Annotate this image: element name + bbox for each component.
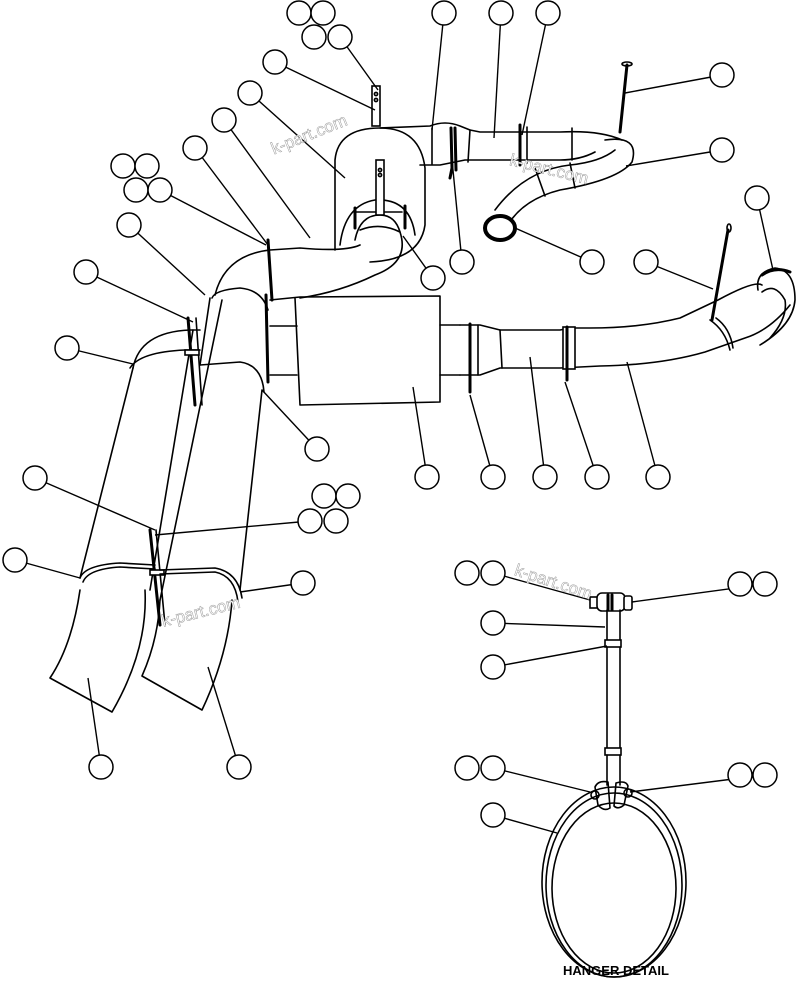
leader-line — [564, 381, 598, 478]
callout-balloon-b50[interactable] — [752, 762, 778, 788]
leader-line — [626, 361, 659, 478]
leader-line — [194, 147, 269, 246]
leader-line — [128, 224, 206, 296]
callout-balloon-b45[interactable] — [480, 610, 506, 636]
callout-balloon-b44[interactable] — [752, 571, 778, 597]
callout-balloon-b4[interactable] — [327, 24, 353, 50]
leader-line — [85, 271, 194, 323]
callout-balloon-b26[interactable] — [304, 436, 330, 462]
callout-balloon-b37[interactable] — [2, 547, 28, 573]
callout-balloon-b33[interactable] — [311, 483, 337, 509]
dual-stack-assembly — [49, 287, 269, 713]
callout-balloon-b31[interactable] — [645, 464, 671, 490]
hanger-detail-caption: HANGER DETAIL — [563, 963, 669, 978]
callout-balloon-b6[interactable] — [488, 0, 514, 26]
callout-balloon-b13[interactable] — [182, 135, 208, 161]
leader-line — [34, 477, 156, 531]
callout-balloon-b49[interactable] — [727, 762, 753, 788]
callout-balloon-b35[interactable] — [297, 508, 323, 534]
leader-line — [412, 386, 428, 478]
callout-balloon-b3[interactable] — [301, 24, 327, 50]
callout-balloon-b14[interactable] — [110, 153, 136, 179]
callout-balloons — [2, 0, 778, 828]
callout-balloon-b19[interactable] — [116, 212, 142, 238]
callout-balloon-b32[interactable] — [22, 465, 48, 491]
callout-balloon-b5[interactable] — [431, 0, 457, 26]
callout-balloon-b24[interactable] — [73, 259, 99, 285]
callout-balloon-b40[interactable] — [226, 754, 252, 780]
callout-balloon-b21[interactable] — [449, 249, 475, 275]
callout-balloon-b48[interactable] — [480, 755, 506, 781]
leader-line — [492, 767, 591, 793]
callout-balloon-b12[interactable] — [709, 137, 735, 163]
callout-balloon-b38[interactable] — [290, 570, 316, 596]
leader-line — [274, 61, 376, 111]
muffler-assembly — [264, 223, 796, 406]
leader-line — [492, 645, 608, 668]
leader-line — [493, 12, 502, 139]
leader-line — [249, 92, 346, 179]
callout-balloon-b51[interactable] — [480, 802, 506, 828]
callout-balloon-b20[interactable] — [420, 265, 446, 291]
callout-balloon-b25[interactable] — [54, 335, 80, 361]
leader-line — [625, 149, 723, 167]
callout-balloon-b22[interactable] — [579, 249, 605, 275]
callout-balloon-b10[interactable] — [211, 107, 237, 133]
leader-line — [207, 666, 240, 768]
callout-balloon-b11[interactable] — [709, 62, 735, 88]
callout-balloon-b15[interactable] — [134, 153, 160, 179]
leader-line — [514, 227, 593, 263]
leader-line — [451, 159, 463, 263]
leader-line — [261, 389, 318, 450]
callout-balloon-b42[interactable] — [480, 560, 506, 586]
leader-line — [492, 622, 606, 628]
callout-balloon-b47[interactable] — [454, 755, 480, 781]
leader-line — [154, 520, 311, 536]
leader-line — [624, 74, 723, 94]
leader-lines — [14, 12, 774, 834]
leader-line — [521, 12, 549, 136]
callout-balloon-b23[interactable] — [633, 249, 659, 275]
callout-balloon-b1[interactable] — [286, 0, 312, 26]
crossover-pipe — [214, 238, 361, 302]
leader-line — [529, 356, 546, 478]
leader-line — [431, 12, 445, 131]
callout-balloon-b18[interactable] — [744, 185, 770, 211]
callout-balloon-b39[interactable] — [88, 754, 114, 780]
callout-balloon-b43[interactable] — [727, 571, 753, 597]
callout-balloon-b29[interactable] — [532, 464, 558, 490]
callout-balloon-b34[interactable] — [335, 483, 361, 509]
callout-balloon-b8[interactable] — [262, 49, 288, 75]
leader-line — [492, 572, 591, 601]
callout-balloon-b46[interactable] — [480, 654, 506, 680]
upper-pipe-assembly — [299, 61, 635, 299]
leader-line — [223, 119, 311, 239]
callout-balloon-b9[interactable] — [237, 80, 263, 106]
hanger-detail — [541, 592, 687, 978]
leader-line — [87, 677, 102, 768]
callout-balloon-b41[interactable] — [454, 560, 480, 586]
callout-balloon-b28[interactable] — [480, 464, 506, 490]
callout-balloon-b16[interactable] — [123, 177, 149, 203]
callout-balloon-b27[interactable] — [414, 464, 440, 490]
leader-line — [469, 394, 494, 478]
callout-balloon-b36[interactable] — [323, 508, 349, 534]
callout-balloon-b2[interactable] — [310, 0, 336, 26]
callout-balloon-b30[interactable] — [584, 464, 610, 490]
callout-balloon-b17[interactable] — [147, 177, 173, 203]
callout-balloon-b7[interactable] — [535, 0, 561, 26]
leader-line — [159, 189, 267, 246]
